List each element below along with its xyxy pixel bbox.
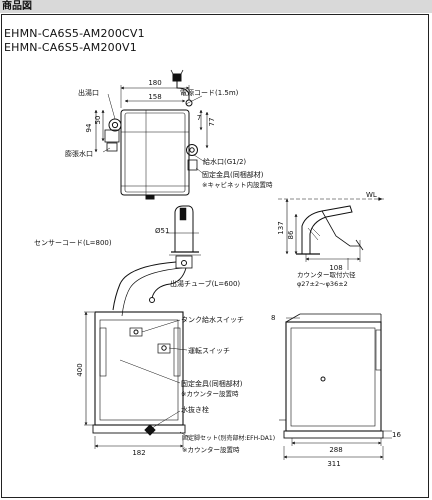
dim-400: 400 [76,363,84,376]
model-number-1: EHMN-CA6S5-AM200CV1 [4,27,145,40]
label-bracket-note-top: ※キャビネット内設置時 [202,180,273,189]
faucet-side-labels: WL 137 86 108 カウンター取付穴径 φ27±2～φ36±2 [277,191,377,288]
dim-288: 288 [329,446,342,454]
dim-7: 7 [197,114,201,122]
top-view-labels: 180 158 94 50 77 7 出湯口 電源コード(1.5m) 膨張水口 … [65,79,273,189]
dim-94: 94 [85,123,93,132]
side-view-labels: 8 288 311 16 [271,314,401,468]
dim-311: 311 [327,460,340,468]
dim-158: 158 [148,93,161,101]
faucet-side-drawing [278,197,386,270]
header-bar: 商品図 [0,0,432,13]
page-title: 商品図 [2,1,32,12]
dim-77: 77 [208,118,216,127]
dim-182: 182 [132,449,145,457]
label-power-cord: 電源コード(1.5m) [180,88,239,97]
dim-16: 16 [392,431,401,439]
dim-108: 108 [329,264,342,272]
label-bracket-top: 固定金具(同梱部材) [202,170,264,179]
top-view-drawing [94,69,209,200]
drawing-frame [1,14,429,498]
label-drain: 水抜き栓 [181,405,209,414]
label-wl: WL [366,191,377,199]
label-bracket-note-front: ※カウンター設置時 [181,389,239,398]
dim-180: 180 [148,79,161,87]
label-counter-hole: カウンター取付穴径 [297,270,356,279]
label-counter-hole-size: φ27±2～φ36±2 [297,280,348,288]
side-view-drawing [279,313,392,460]
label-tank-switch: タンク給水スイッチ [181,315,244,324]
label-expansion-port: 膨張水口 [65,149,93,158]
label-outlet-tube: 出湯チューブ(L=600) [170,279,240,288]
label-outlet: 出湯口 [78,88,99,97]
dim-137: 137 [277,221,285,234]
label-inlet: 給水口(G1/2) [203,157,246,166]
model-number-2: EHMN-CA6S5-AM200V1 [4,41,137,54]
front-view-drawing [84,205,201,449]
label-run-switch: 運転スイッチ [188,346,230,355]
dim-8: 8 [271,314,275,322]
front-view-labels: センサーコード(L=800) Ø51 出湯チューブ(L=600) タンク給水スイ… [34,227,275,457]
label-bracket-front: 固定金具(同梱部材) [181,379,243,388]
dim-50: 50 [94,116,102,125]
label-leg-set-note: ※カウンター設置時 [182,445,240,454]
dim-86: 86 [287,230,295,239]
label-leg-set: 固定脚セット(別売部材:EFH-DA1) [182,434,275,442]
dim-phi51: Ø51 [155,227,169,235]
label-sensor-cord: センサーコード(L=800) [34,239,112,247]
